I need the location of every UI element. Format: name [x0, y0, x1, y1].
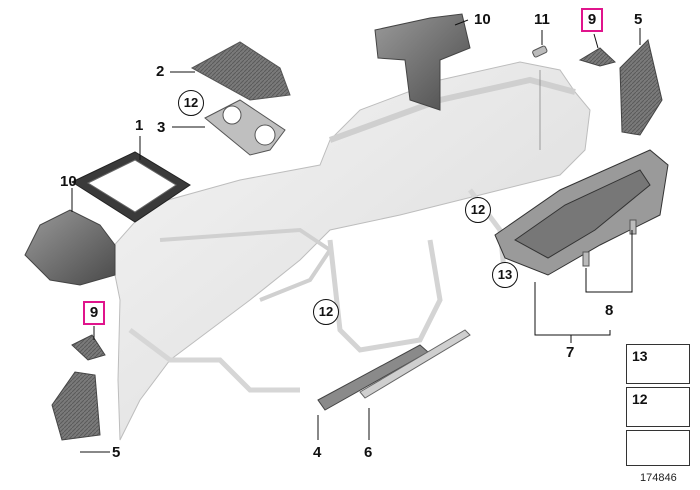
legend-screw-number: 13	[632, 348, 648, 364]
part-2-trim	[190, 41, 291, 101]
part-11-clip	[532, 45, 548, 58]
part-5-left-trim	[51, 371, 101, 441]
part-8-clip-a	[582, 251, 590, 267]
part-3-bracket	[204, 99, 286, 156]
part-label-11: 11	[534, 11, 550, 28]
part-10-left-duct	[24, 209, 116, 286]
part-label-8: 8	[605, 302, 614, 319]
legend-clip-box: 12	[626, 387, 690, 427]
part-4-strip	[317, 344, 429, 411]
part-8-clip-b	[629, 219, 637, 235]
part-label-6: 6	[364, 444, 373, 461]
leader-lines	[71, 19, 641, 453]
circled-label-12-center: 12	[313, 299, 339, 325]
part-6-strip	[359, 329, 471, 399]
highlighted-label-9-left: 9	[83, 301, 105, 325]
part-label-2: 2	[156, 63, 165, 80]
part-label-7: 7	[566, 344, 575, 361]
circled-label-12-right: 12	[465, 197, 491, 223]
part-9-right-vent	[578, 47, 617, 67]
part-label-5-left: 5	[112, 444, 121, 461]
legend-clip-number: 12	[632, 391, 648, 407]
part-label-10-left: 10	[60, 173, 77, 190]
part-9-left-vent	[71, 334, 106, 361]
diagram-id: 174846	[640, 472, 677, 484]
part-label-10-top: 10	[474, 11, 491, 28]
circled-label-13: 13	[492, 262, 518, 288]
part-10-top-duct	[374, 13, 471, 111]
part-label-1: 1	[135, 117, 144, 134]
part-label-3: 3	[157, 119, 166, 136]
part-5-right-trim	[619, 39, 663, 136]
legend-strip-box	[626, 430, 690, 466]
highlighted-label-9-right: 9	[581, 8, 603, 32]
part-label-5-right: 5	[634, 11, 643, 28]
legend-screw-box: 13	[626, 344, 690, 384]
part-label-4: 4	[313, 444, 322, 461]
circled-label-12-top: 12	[178, 90, 204, 116]
